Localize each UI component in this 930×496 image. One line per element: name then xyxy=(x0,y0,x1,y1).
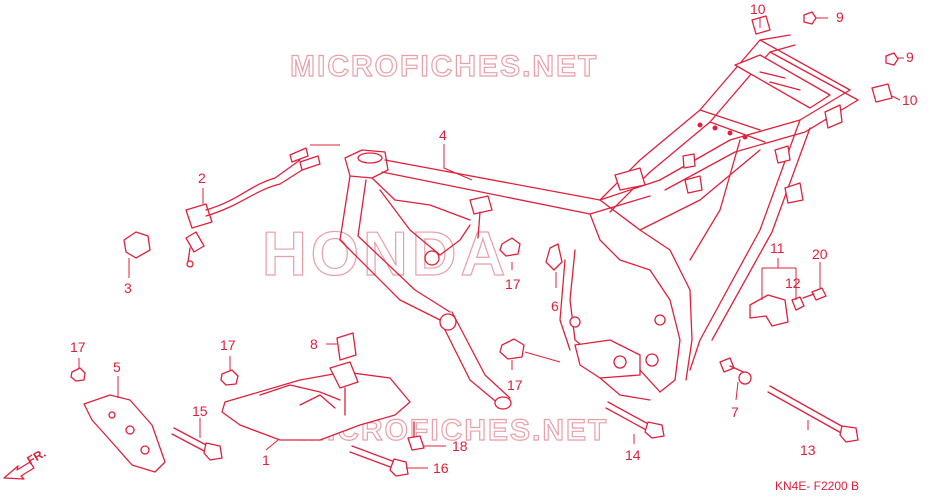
callout-5: 5 xyxy=(113,359,121,375)
callout-6: 6 xyxy=(551,298,559,314)
engine-guard xyxy=(83,394,166,473)
bolt-16 xyxy=(349,445,409,477)
callout-18: 18 xyxy=(452,438,468,454)
bolt-13 xyxy=(767,385,859,443)
ignition-switch xyxy=(185,147,321,268)
callout-3: 3 xyxy=(124,280,132,296)
callout-14: 14 xyxy=(625,447,641,463)
nut-17-far-left xyxy=(70,367,86,382)
nut-17-left xyxy=(220,369,239,386)
callout-4: 4 xyxy=(439,127,447,143)
callout-13: 13 xyxy=(800,442,816,458)
bolt-20 xyxy=(811,287,827,301)
callout-11: 11 xyxy=(770,240,785,256)
callout-labels: 1 2 3 4 5 6 7 8 9 9 10 10 11 12 13 14 15… xyxy=(70,1,918,476)
callout-12: 12 xyxy=(785,275,801,291)
callout-20: 20 xyxy=(812,246,828,262)
nut-17-lower xyxy=(499,338,525,360)
diagram-code: KN4E- F2200 B xyxy=(775,479,859,493)
switch-cap xyxy=(123,231,151,259)
callout-2: 2 xyxy=(198,170,206,186)
bracket-6 xyxy=(545,243,563,271)
washer-12 xyxy=(791,296,805,311)
skid-plate xyxy=(221,361,411,441)
bracket-11 xyxy=(749,294,789,327)
callout-9-upper: 9 xyxy=(836,9,844,25)
callout-17-far-left: 17 xyxy=(70,339,86,355)
callout-7: 7 xyxy=(731,404,739,420)
leader-lines xyxy=(78,17,904,469)
collar-10-right xyxy=(871,83,893,103)
nut-17-upper xyxy=(499,237,521,257)
callout-1: 1 xyxy=(262,452,270,468)
collar-8 xyxy=(336,332,357,361)
callout-16: 16 xyxy=(433,460,449,476)
nut-9-upper xyxy=(803,11,817,25)
watermark-center: HONDA xyxy=(262,220,509,289)
callout-8: 8 xyxy=(310,336,318,352)
callout-10-right: 10 xyxy=(902,92,918,108)
nut-9-right xyxy=(885,52,899,66)
bolt-14 xyxy=(605,401,665,439)
callout-15: 15 xyxy=(192,403,208,419)
bolt-7 xyxy=(719,357,752,385)
front-direction-arrow: FR. xyxy=(3,446,48,480)
callout-9-right: 9 xyxy=(906,49,914,65)
collar-10-upper xyxy=(751,15,771,35)
watermark-top: MICROFICHES.NET xyxy=(290,50,598,83)
main-frame xyxy=(339,34,859,410)
callout-17-lower: 17 xyxy=(507,377,523,393)
bolt-18 xyxy=(407,421,425,451)
callout-10-upper: 10 xyxy=(750,1,766,17)
callout-17-upper: 17 xyxy=(505,276,521,292)
callout-17-left: 17 xyxy=(220,337,236,353)
bolt-15 xyxy=(171,427,223,461)
